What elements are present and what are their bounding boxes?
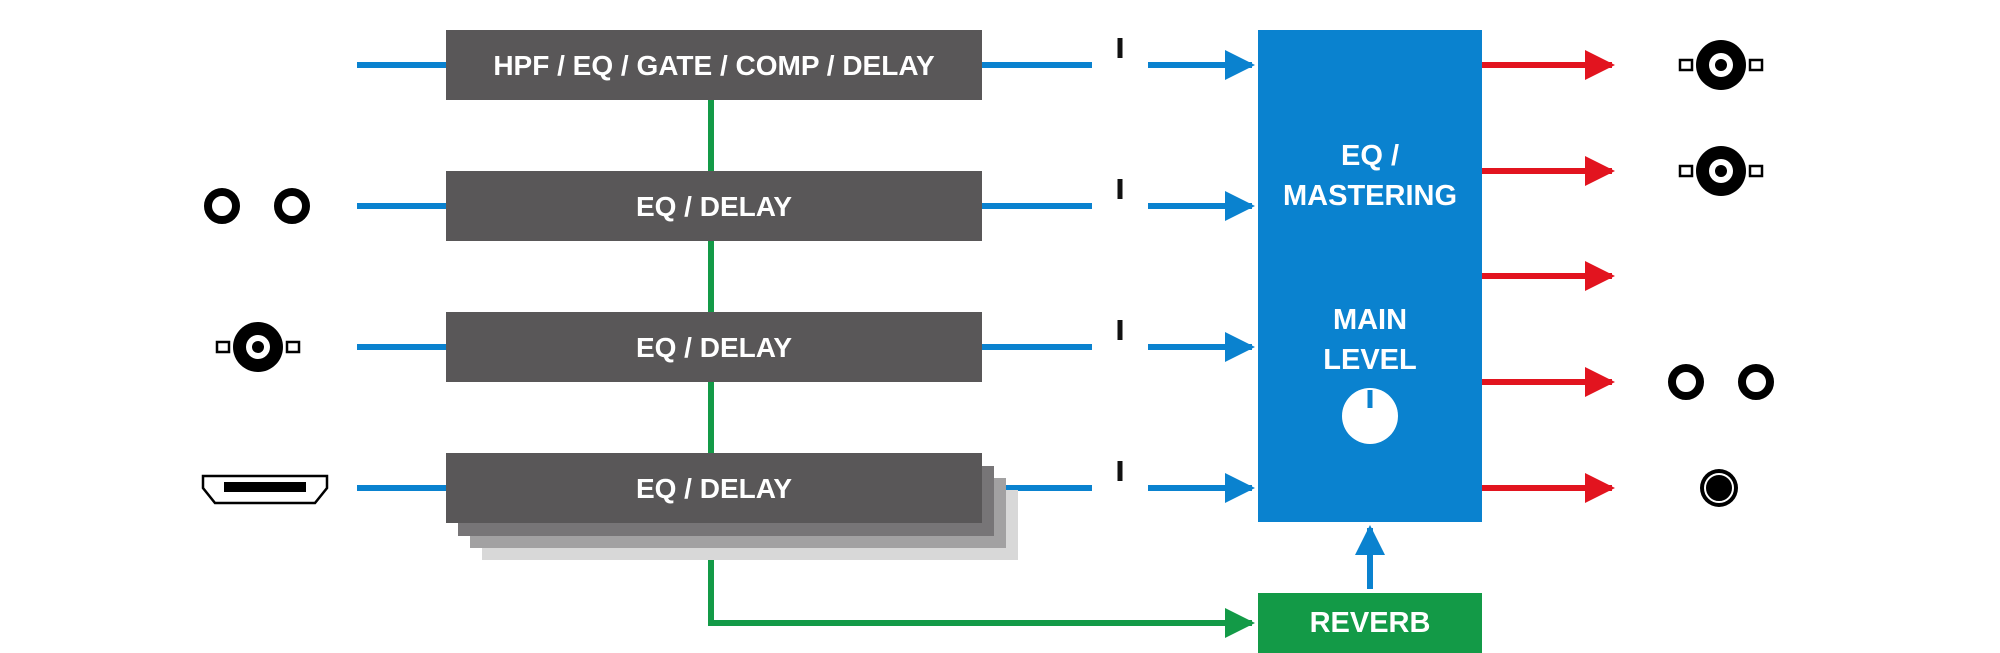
- processor-label-2: EQ / DELAY: [635, 190, 793, 222]
- mastering-label-line-2: MASTERING: [1283, 179, 1457, 212]
- bnc-connector-icon: [215, 322, 301, 372]
- processor-block-2: [446, 171, 982, 241]
- bnc-connector-icon: [1678, 146, 1764, 196]
- processor-label-4: EQ / DELAY: [635, 472, 793, 504]
- processor-label-1: HPF / EQ / GATE / COMP / DELAY: [493, 49, 935, 81]
- main-level-label-line-1: MAIN: [1332, 303, 1408, 336]
- reverb-send-bus: [708, 100, 1255, 638]
- main-level-label-line-2: LEVEL: [1323, 343, 1417, 376]
- reverb-label: REVERB: [1309, 606, 1431, 639]
- mastering-block: [1258, 30, 1482, 522]
- main-level-knob-icon[interactable]: [1340, 386, 1400, 446]
- reverb-block: [1258, 593, 1482, 653]
- processor-block-4: [446, 453, 982, 523]
- mastering-label-line-1: EQ /: [1340, 139, 1399, 172]
- bnc-connector-icon: [1678, 40, 1764, 90]
- hdmi-port-icon: [201, 474, 329, 505]
- headphone-jack-icon: [1700, 469, 1738, 507]
- processor-label-3: EQ / DELAY: [635, 331, 793, 363]
- processor-block-1: [446, 30, 982, 100]
- rca-pair-icon: [1668, 364, 1774, 400]
- processor-block-3: [446, 312, 982, 382]
- rca-pair-icon: [204, 188, 310, 224]
